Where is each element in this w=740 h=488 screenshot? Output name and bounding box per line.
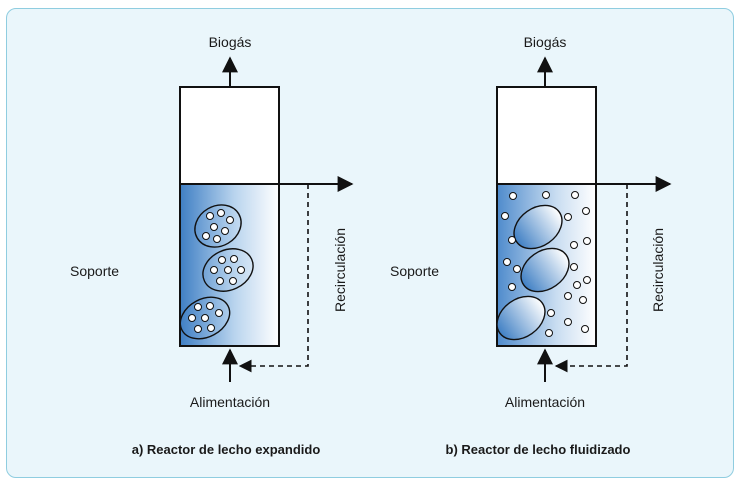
free-particles xyxy=(501,191,591,337)
reactor-bed-left xyxy=(179,183,280,347)
support-particle xyxy=(202,248,254,292)
support-particle xyxy=(179,296,231,340)
recirculation-line-right xyxy=(554,184,628,373)
biogas-label-left: Biogás xyxy=(209,34,252,50)
fluidized-bed-reactor: Biogás Soporte Recirculación Alimentació… xyxy=(390,34,672,457)
caption-right: b) Reactor de lecho fluidizado xyxy=(446,442,631,457)
support-particle xyxy=(194,204,242,248)
biogas-label-right: Biogás xyxy=(524,34,567,50)
support-label-left: Soporte xyxy=(70,263,119,279)
headspace-left xyxy=(179,86,280,185)
support-particle xyxy=(513,204,563,250)
recirculation-line-left xyxy=(238,184,309,373)
support-particle xyxy=(496,295,546,341)
caption-left: a) Reactor de lecho expandido xyxy=(132,442,321,457)
feed-label-right: Alimentación xyxy=(505,394,585,410)
support-label-right: Soporte xyxy=(390,263,439,279)
recirculation-label-right: Recirculación xyxy=(650,228,666,312)
headspace-right xyxy=(496,86,597,185)
figure-panel xyxy=(6,8,734,478)
support-particle xyxy=(520,247,570,293)
expanded-bed-reactor: Biogás Soporte Recirculación Alimentació… xyxy=(70,34,354,457)
feed-label-left: Alimentación xyxy=(190,394,270,410)
recirculation-label-left: Recirculación xyxy=(332,228,348,312)
